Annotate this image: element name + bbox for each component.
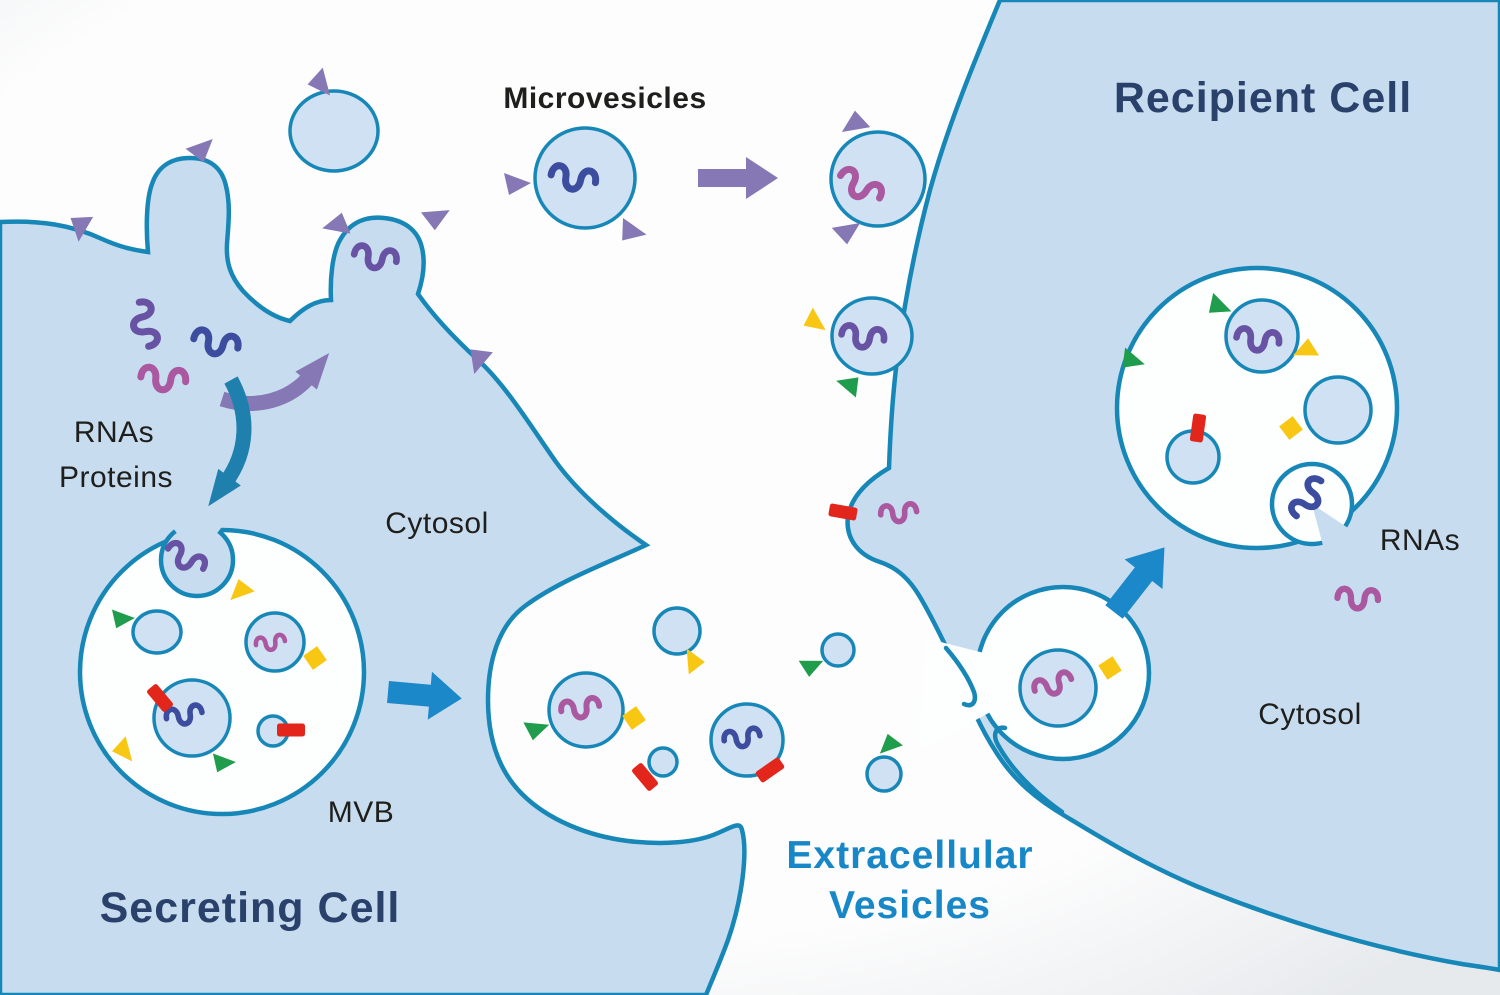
arrow-mvb-to-exocytosis (387, 671, 462, 720)
recipient-endocytosis-pocket (920, 584, 1152, 815)
label-rnas-right: RNAs (1380, 524, 1460, 557)
mvb-ilv-empty (131, 609, 183, 655)
label-mvb: MVB (328, 796, 395, 829)
mvb-lumen (77, 527, 367, 817)
arrow-rna-to-mvb (208, 376, 252, 507)
mvb-organelle (77, 508, 367, 817)
arrow-microvesicle-transfer (698, 157, 778, 199)
microvesicle-at-recipient (829, 108, 927, 247)
extracellular-vesicle-small (865, 755, 903, 793)
label-extracellular-vesicles-line1: Extracellular (786, 834, 1033, 877)
endocytosis-lower-lip-membrane (992, 725, 1065, 815)
endocytosis-upper-lip-membrane (943, 645, 978, 708)
label-cytosol-left: Cytosol (385, 507, 489, 540)
extracellular-vesicle-small (820, 632, 856, 668)
endosome-vesicle-empty (1303, 375, 1373, 445)
exosome-at-recipient-membrane (800, 296, 914, 398)
recipient-endosome (1114, 265, 1400, 572)
label-extracellular-vesicles-line2: Vesicles (829, 884, 991, 927)
arrow-uptake-to-endosome (1105, 547, 1165, 619)
extracellular-vesicle-small (647, 746, 679, 778)
endosome-vesicle-rna (1224, 298, 1300, 374)
mvb-bud-opening (158, 508, 236, 560)
extracellular-vesicle-empty (652, 606, 702, 656)
microvesicle-free (504, 126, 650, 247)
microvesicle-body (829, 130, 927, 228)
label-microvesicles: Microvesicles (503, 82, 706, 115)
microvesicle-body (533, 126, 637, 230)
label-recipient-cell: Recipient Cell (1114, 74, 1412, 122)
label-cytosol-right: Cytosol (1258, 698, 1362, 731)
label-secreting-cell: Secreting Cell (100, 884, 401, 932)
extracellular-vesicle-group (523, 606, 903, 793)
budded-microvesicle-empty (288, 89, 380, 173)
red-tag-protein-icon (277, 723, 305, 737)
label-proteins-left: Proteins (59, 461, 173, 494)
label-rnas-left: RNAs (74, 416, 154, 449)
endosome-bud-opening (1312, 504, 1372, 572)
